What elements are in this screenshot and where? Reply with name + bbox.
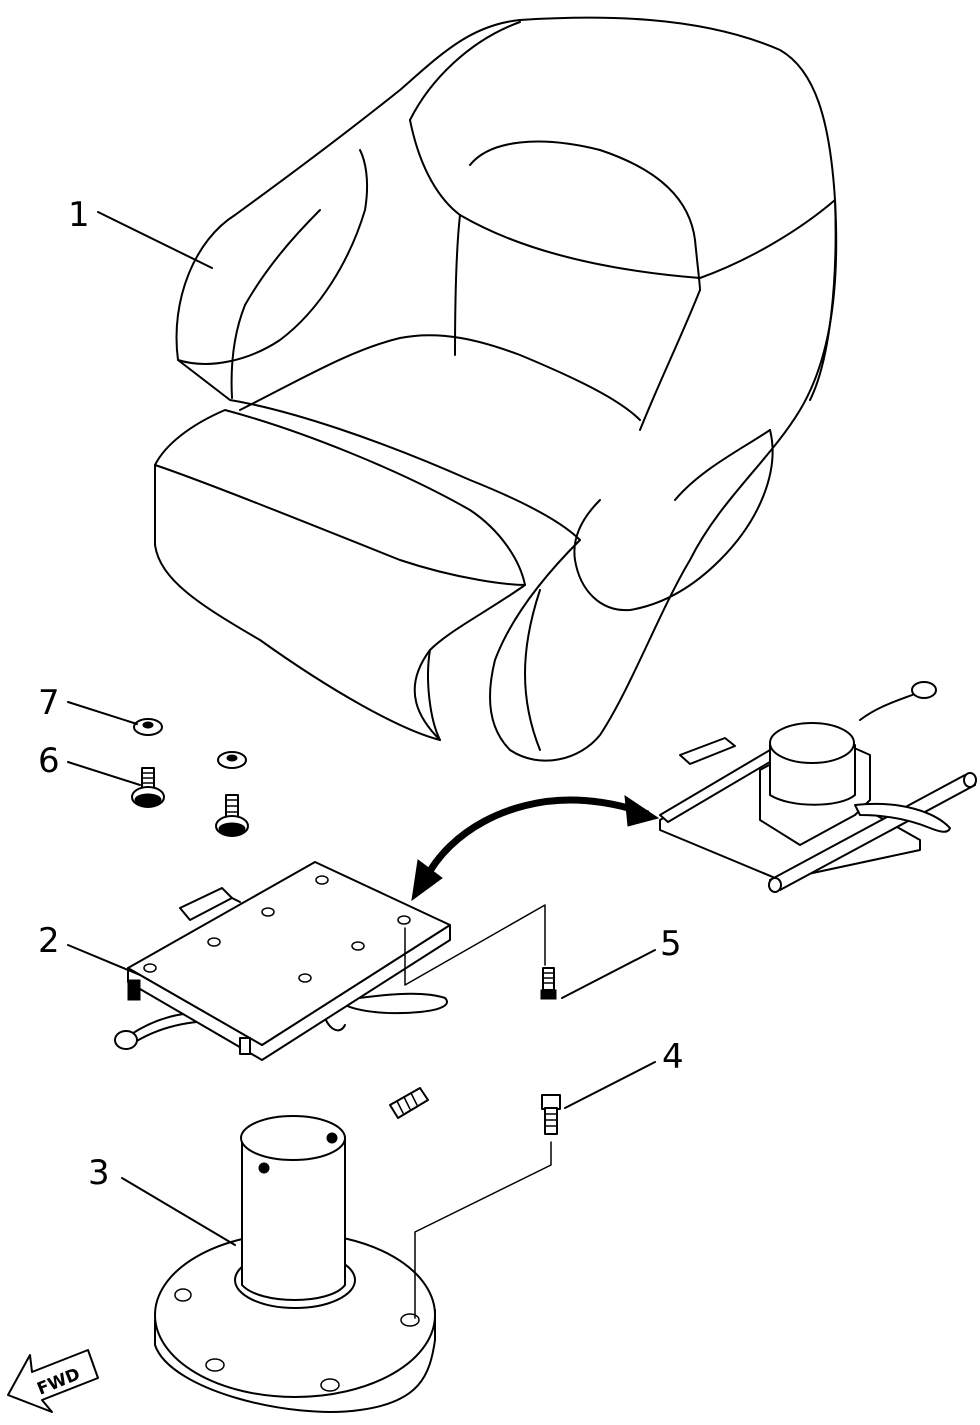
pedestal-set-screw [389, 1087, 429, 1119]
label-4: 4 [662, 1037, 684, 1077]
swivel-mount-detail [659, 681, 977, 893]
seat-bolt-with-washer [131, 718, 165, 808]
leader-line-4 [564, 1061, 656, 1109]
seat [154, 16, 838, 762]
leader-line-6 [67, 761, 141, 786]
pedestal-base [154, 1115, 436, 1413]
label-5: 5 [660, 924, 682, 964]
alternate-assembly-arrow [411, 794, 660, 902]
seat-bolt-with-washer-2 [215, 751, 249, 837]
label-2: 2 [38, 921, 60, 961]
leader-line-1 [97, 211, 213, 269]
base-bolt [541, 1094, 561, 1135]
label-7: 7 [38, 683, 60, 723]
leader-line-3 [121, 1177, 236, 1246]
leader-line-5 [561, 949, 656, 999]
leader-line-2 [67, 944, 141, 976]
swivel-bolt [540, 967, 557, 1000]
assembly-line-5 [404, 904, 546, 986]
label-1: 1 [68, 195, 90, 235]
label-6: 6 [38, 741, 60, 781]
fwd-arrow-icon: FWD [7, 1349, 99, 1413]
assembly-line-4 [414, 1141, 552, 1319]
leader-line-7 [67, 701, 138, 725]
label-3: 3 [88, 1153, 110, 1193]
swivel-slider-plate [114, 861, 451, 1061]
